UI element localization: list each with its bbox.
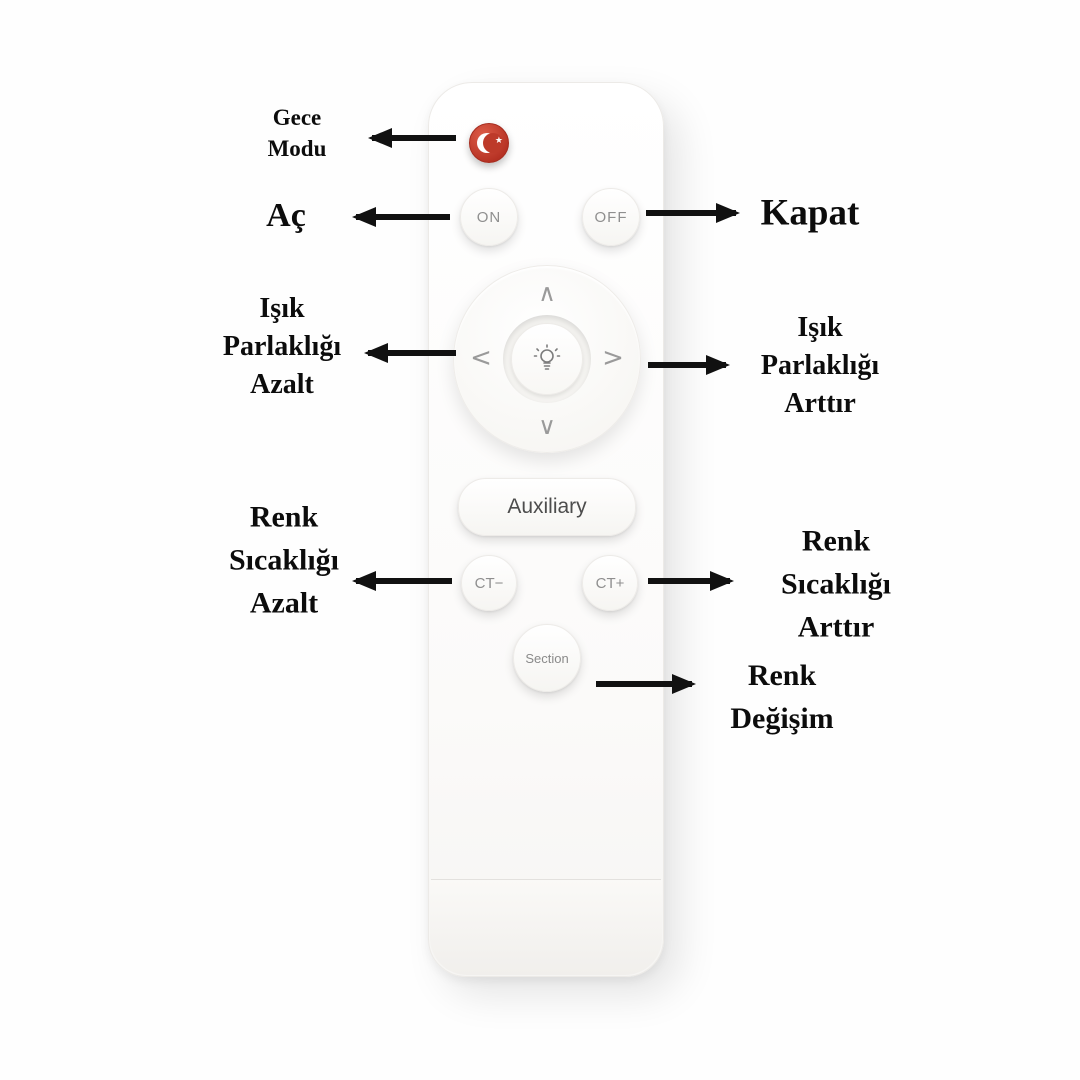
remote-body: ★ ON OFF ∧ ∨ < > (428, 82, 664, 977)
label-isik-parlakligi-azalt: Işık Parlaklığı Azalt (222, 293, 342, 400)
light-bulb-icon (533, 344, 561, 370)
label-ac: Aç (266, 197, 306, 234)
crescent-moon-icon (477, 133, 503, 153)
label-renk-sicakligi-azalt: Renk Sıcaklığı Azalt (228, 500, 340, 620)
night-mode-button[interactable]: ★ (469, 123, 509, 163)
battery-cover-seam (431, 879, 661, 880)
brightness-dpad: ∧ ∨ < > (453, 265, 641, 453)
on-button[interactable]: ON (460, 188, 518, 246)
chevron-left-icon[interactable]: < (470, 343, 492, 373)
star-icon: ★ (494, 135, 503, 145)
chevron-right-icon[interactable]: > (602, 343, 624, 373)
section-button[interactable]: Section (513, 624, 581, 692)
chevron-up-icon[interactable]: ∧ (538, 279, 556, 307)
label-kapat: Kapat (760, 192, 860, 234)
auxiliary-button[interactable]: Auxiliary (458, 478, 636, 536)
light-bulb-button[interactable] (511, 323, 583, 395)
battery-cover (430, 880, 662, 975)
dpad-center-ring (503, 315, 591, 403)
label-renk-sicakligi-arttir: Renk Sıcaklığı Arttır (780, 524, 892, 644)
label-renk-degisim: Renk Değişim (730, 659, 834, 735)
chevron-down-icon[interactable]: ∨ (538, 412, 556, 440)
ct-minus-button[interactable]: CT− (461, 555, 517, 611)
ct-plus-button[interactable]: CT+ (582, 555, 638, 611)
label-isik-parlakligi-arttir: Işık Parlaklığı Arttır (760, 312, 880, 419)
label-gece-modu: Gece Modu (267, 105, 327, 161)
off-button[interactable]: OFF (582, 188, 640, 246)
